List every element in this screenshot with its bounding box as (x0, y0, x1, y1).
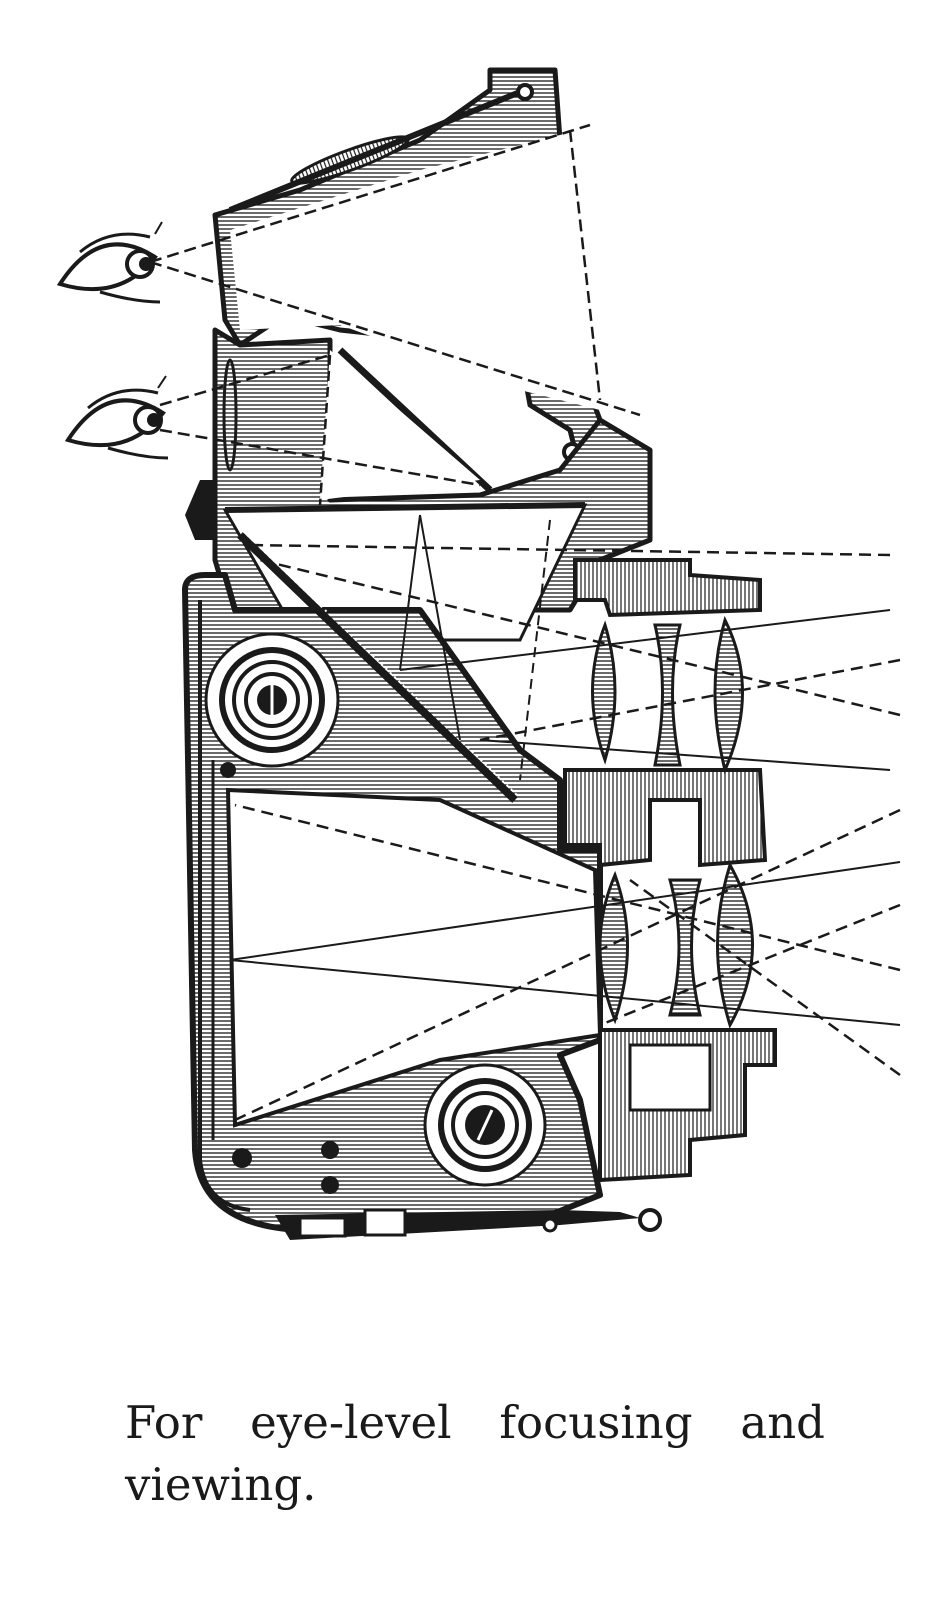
base-foot (363, 1208, 407, 1237)
eyepiece-lens (222, 358, 238, 472)
light-ray (399, 609, 891, 671)
viewing-lens-rear (591, 620, 617, 765)
back-plate (198, 600, 251, 1212)
viewing-lens-front (713, 615, 744, 775)
film-roller (220, 762, 236, 778)
hood-lid-edge (228, 87, 527, 213)
ground-glass-screen (224, 502, 586, 513)
camera-body (182, 530, 662, 1240)
viewing-lens-barrel (573, 558, 762, 618)
light-ray (234, 803, 901, 972)
hood-assembly (185, 67, 653, 642)
viewing-lens-assembly (563, 558, 768, 868)
tripod-ring (638, 1208, 662, 1232)
light-rays (149, 123, 901, 1122)
lower-film-spool (423, 1063, 547, 1187)
eyes (56, 221, 169, 460)
viewing-lens-middle (653, 623, 682, 767)
light-ray (229, 861, 901, 961)
light-ray (234, 808, 901, 1122)
light-ray (419, 514, 461, 741)
taking-lens-assembly (598, 861, 777, 1183)
light-ray (599, 903, 901, 1027)
light-ray (479, 739, 891, 771)
finder-open-area (320, 350, 480, 500)
taking-lens-middle (668, 878, 702, 1017)
side-knob (185, 480, 215, 540)
reflex-mirror (237, 532, 518, 803)
sight-ray (159, 428, 481, 487)
hood-viewing-cavity (230, 130, 600, 410)
sight-ray (149, 123, 591, 264)
sight-ray (159, 353, 331, 407)
light-ray (229, 959, 901, 1026)
sight-ray (149, 260, 641, 417)
hood-hinge-pin (516, 83, 534, 101)
sight-ray (318, 354, 332, 506)
light-ray (259, 558, 901, 717)
eye-icon (64, 375, 169, 460)
light-ray (399, 514, 421, 671)
sight-ray (568, 129, 602, 401)
upper-film-spool (204, 632, 340, 768)
shutter-housing (563, 768, 768, 868)
light-ray (479, 658, 901, 742)
eye-icon (56, 221, 163, 304)
camera-cross-section-diagram (56, 67, 901, 1240)
light-ray (519, 519, 551, 781)
base-foot (298, 1216, 347, 1238)
film-roller (321, 1176, 339, 1194)
taking-lens-front (716, 861, 754, 1029)
diagram-caption: For eye-level focusing and viewing. (125, 1396, 825, 1511)
film-roller (321, 1141, 339, 1159)
light-ray (249, 543, 891, 557)
eye-level-mirror (337, 347, 493, 493)
film-roller (232, 1148, 252, 1168)
light-ray (629, 878, 901, 1077)
